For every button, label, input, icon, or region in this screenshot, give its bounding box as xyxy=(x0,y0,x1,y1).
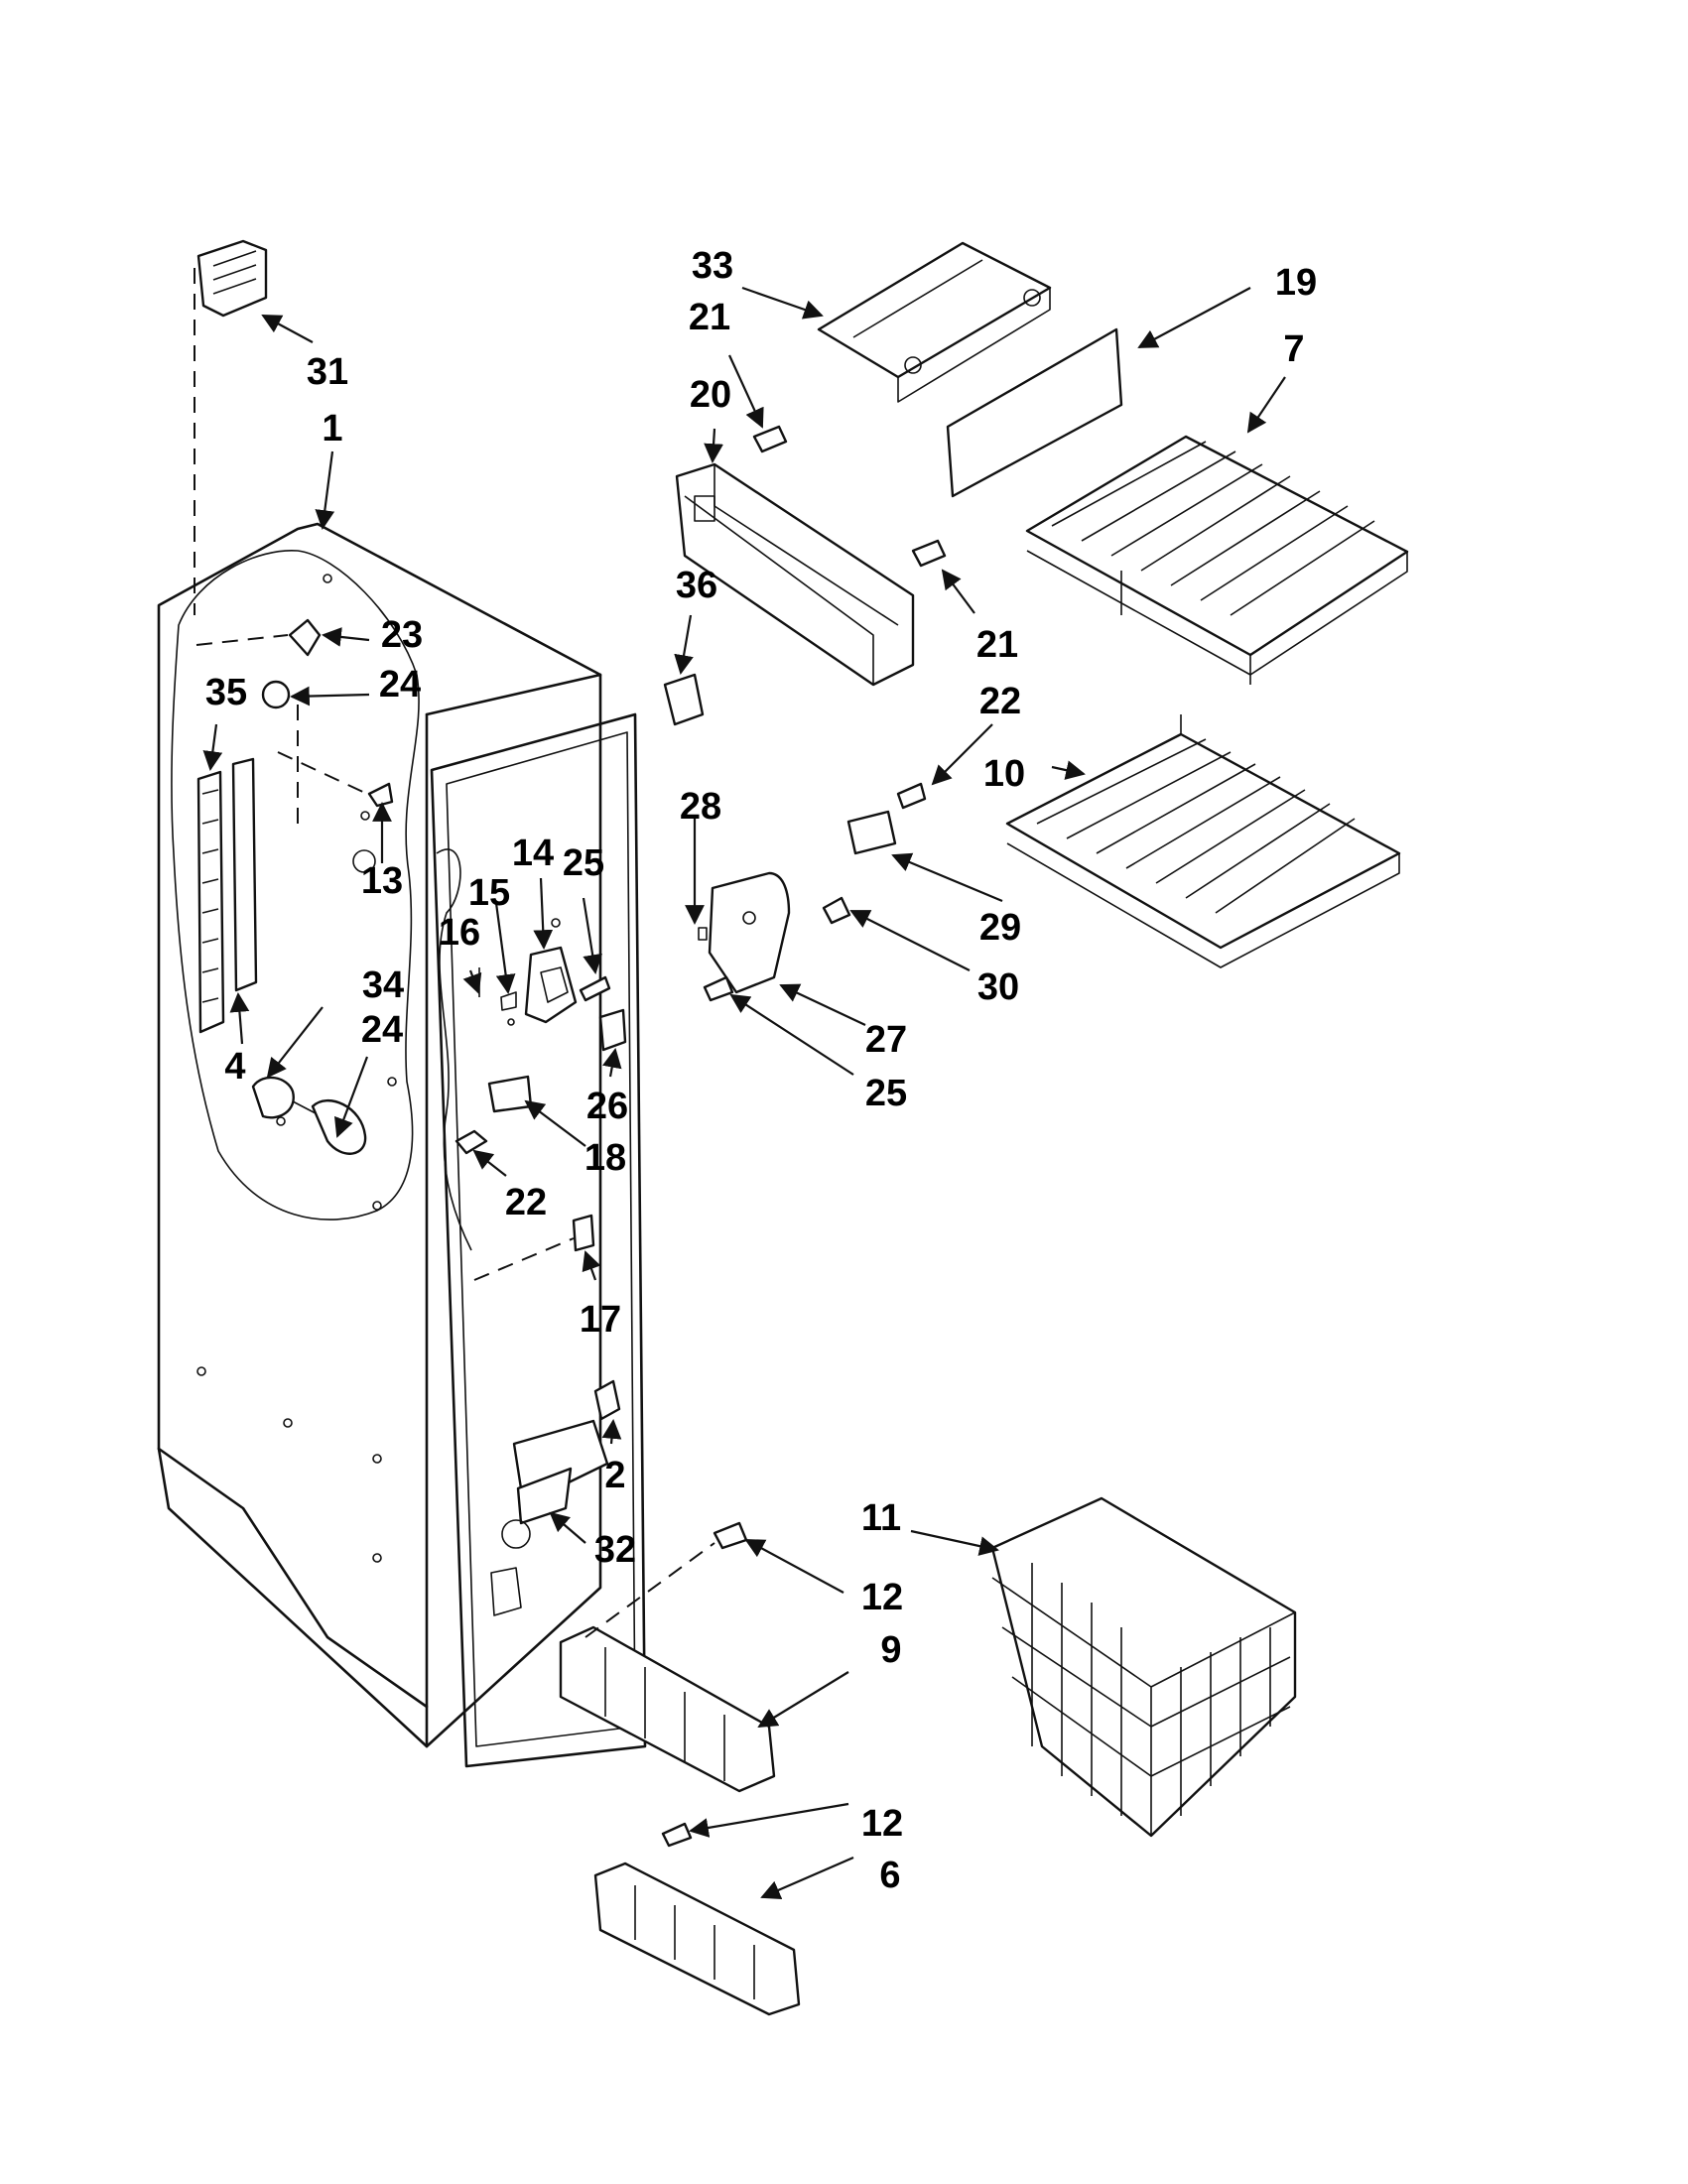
toe-grille-part xyxy=(593,1822,801,2016)
lower-grille-part xyxy=(559,1521,776,1793)
upper-shelf-part xyxy=(1025,435,1409,685)
cabinet-liner-part xyxy=(157,522,647,1768)
callout-1: 1 xyxy=(322,408,343,450)
callout-22c: 22 xyxy=(504,1182,548,1223)
drawer-basket-part xyxy=(990,1496,1297,1838)
callout-2: 2 xyxy=(604,1455,626,1496)
callout-27: 27 xyxy=(864,1019,908,1061)
callout-21b: 21 xyxy=(975,624,1019,666)
callout-10: 10 xyxy=(982,753,1026,795)
shelf-bracket-part xyxy=(675,425,947,687)
callout-11: 11 xyxy=(860,1497,902,1539)
clip-part xyxy=(663,673,705,726)
vent-cover-part xyxy=(194,239,268,615)
callout-7: 7 xyxy=(1283,328,1305,370)
callout-22a: 22 xyxy=(978,681,1022,722)
callout-20: 20 xyxy=(689,374,732,416)
callout-16: 16 xyxy=(438,912,481,954)
callout-14: 14 xyxy=(511,833,555,874)
callout-12b: 12 xyxy=(860,1803,904,1845)
callout-21a: 21 xyxy=(688,297,731,338)
callout-36: 36 xyxy=(675,565,718,606)
callout-12a: 12 xyxy=(860,1577,904,1618)
callout-29: 29 xyxy=(978,907,1022,949)
callout-32: 32 xyxy=(593,1529,637,1571)
callout-19: 19 xyxy=(1274,262,1318,304)
shelf-divider-part xyxy=(946,327,1123,498)
callout-9: 9 xyxy=(880,1629,902,1671)
callout-30: 30 xyxy=(976,966,1020,1008)
leader-lines xyxy=(202,286,1286,1899)
callout-24a: 24 xyxy=(378,664,422,706)
callout-33: 33 xyxy=(691,245,734,287)
callout-6: 6 xyxy=(879,1855,901,1896)
callout-34: 34 xyxy=(361,964,405,1006)
lower-shelf-part xyxy=(1005,714,1401,968)
callout-17: 17 xyxy=(579,1299,622,1341)
callout-31: 31 xyxy=(306,351,349,393)
callout-25b: 25 xyxy=(864,1073,908,1114)
sensor-board-part xyxy=(846,782,927,855)
callout-15: 15 xyxy=(467,872,511,914)
fan-housing-part xyxy=(698,871,851,1002)
callout-4: 4 xyxy=(224,1046,246,1088)
callout-26: 26 xyxy=(585,1086,629,1127)
callout-35: 35 xyxy=(204,672,248,713)
callout-24b: 24 xyxy=(360,1009,404,1051)
callout-18: 18 xyxy=(584,1137,627,1179)
control-cover-part xyxy=(817,241,1052,403)
callout-13: 13 xyxy=(360,860,404,902)
callout-25a: 25 xyxy=(562,842,605,884)
callout-28: 28 xyxy=(679,786,722,828)
callout-23: 23 xyxy=(380,614,424,656)
